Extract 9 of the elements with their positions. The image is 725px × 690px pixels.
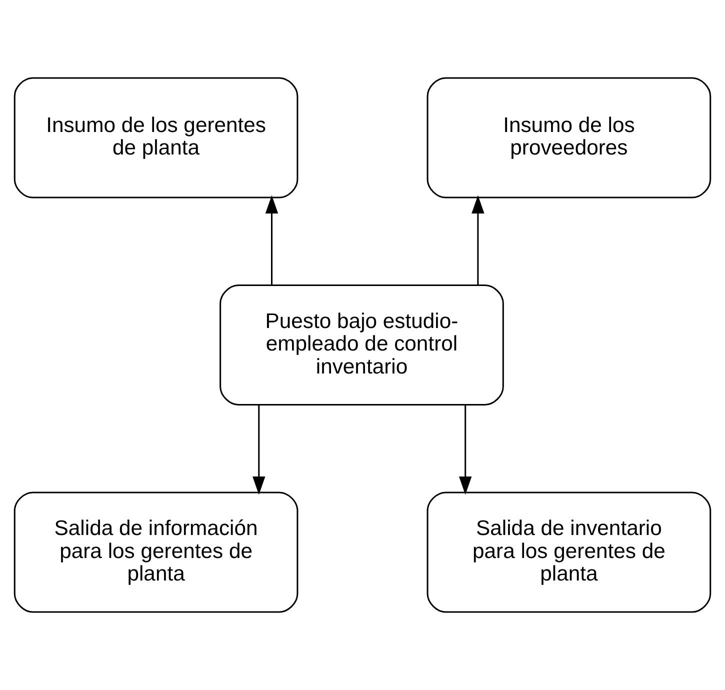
node-box: Salida de inventario para los gerentes de planta [426, 492, 712, 613]
node-box: Insumo de los gerentes de planta [14, 77, 298, 198]
node-box: Puesto bajo estudio-empleado de control inventario [220, 284, 504, 406]
node-box: Insumo de los proveedores [426, 77, 712, 198]
node-box: Salida de información para los gerentes de planta [14, 492, 298, 613]
arrow [472, 195, 484, 286]
arrow [252, 404, 266, 495]
arrow [459, 404, 472, 495]
arrow [265, 195, 278, 286]
